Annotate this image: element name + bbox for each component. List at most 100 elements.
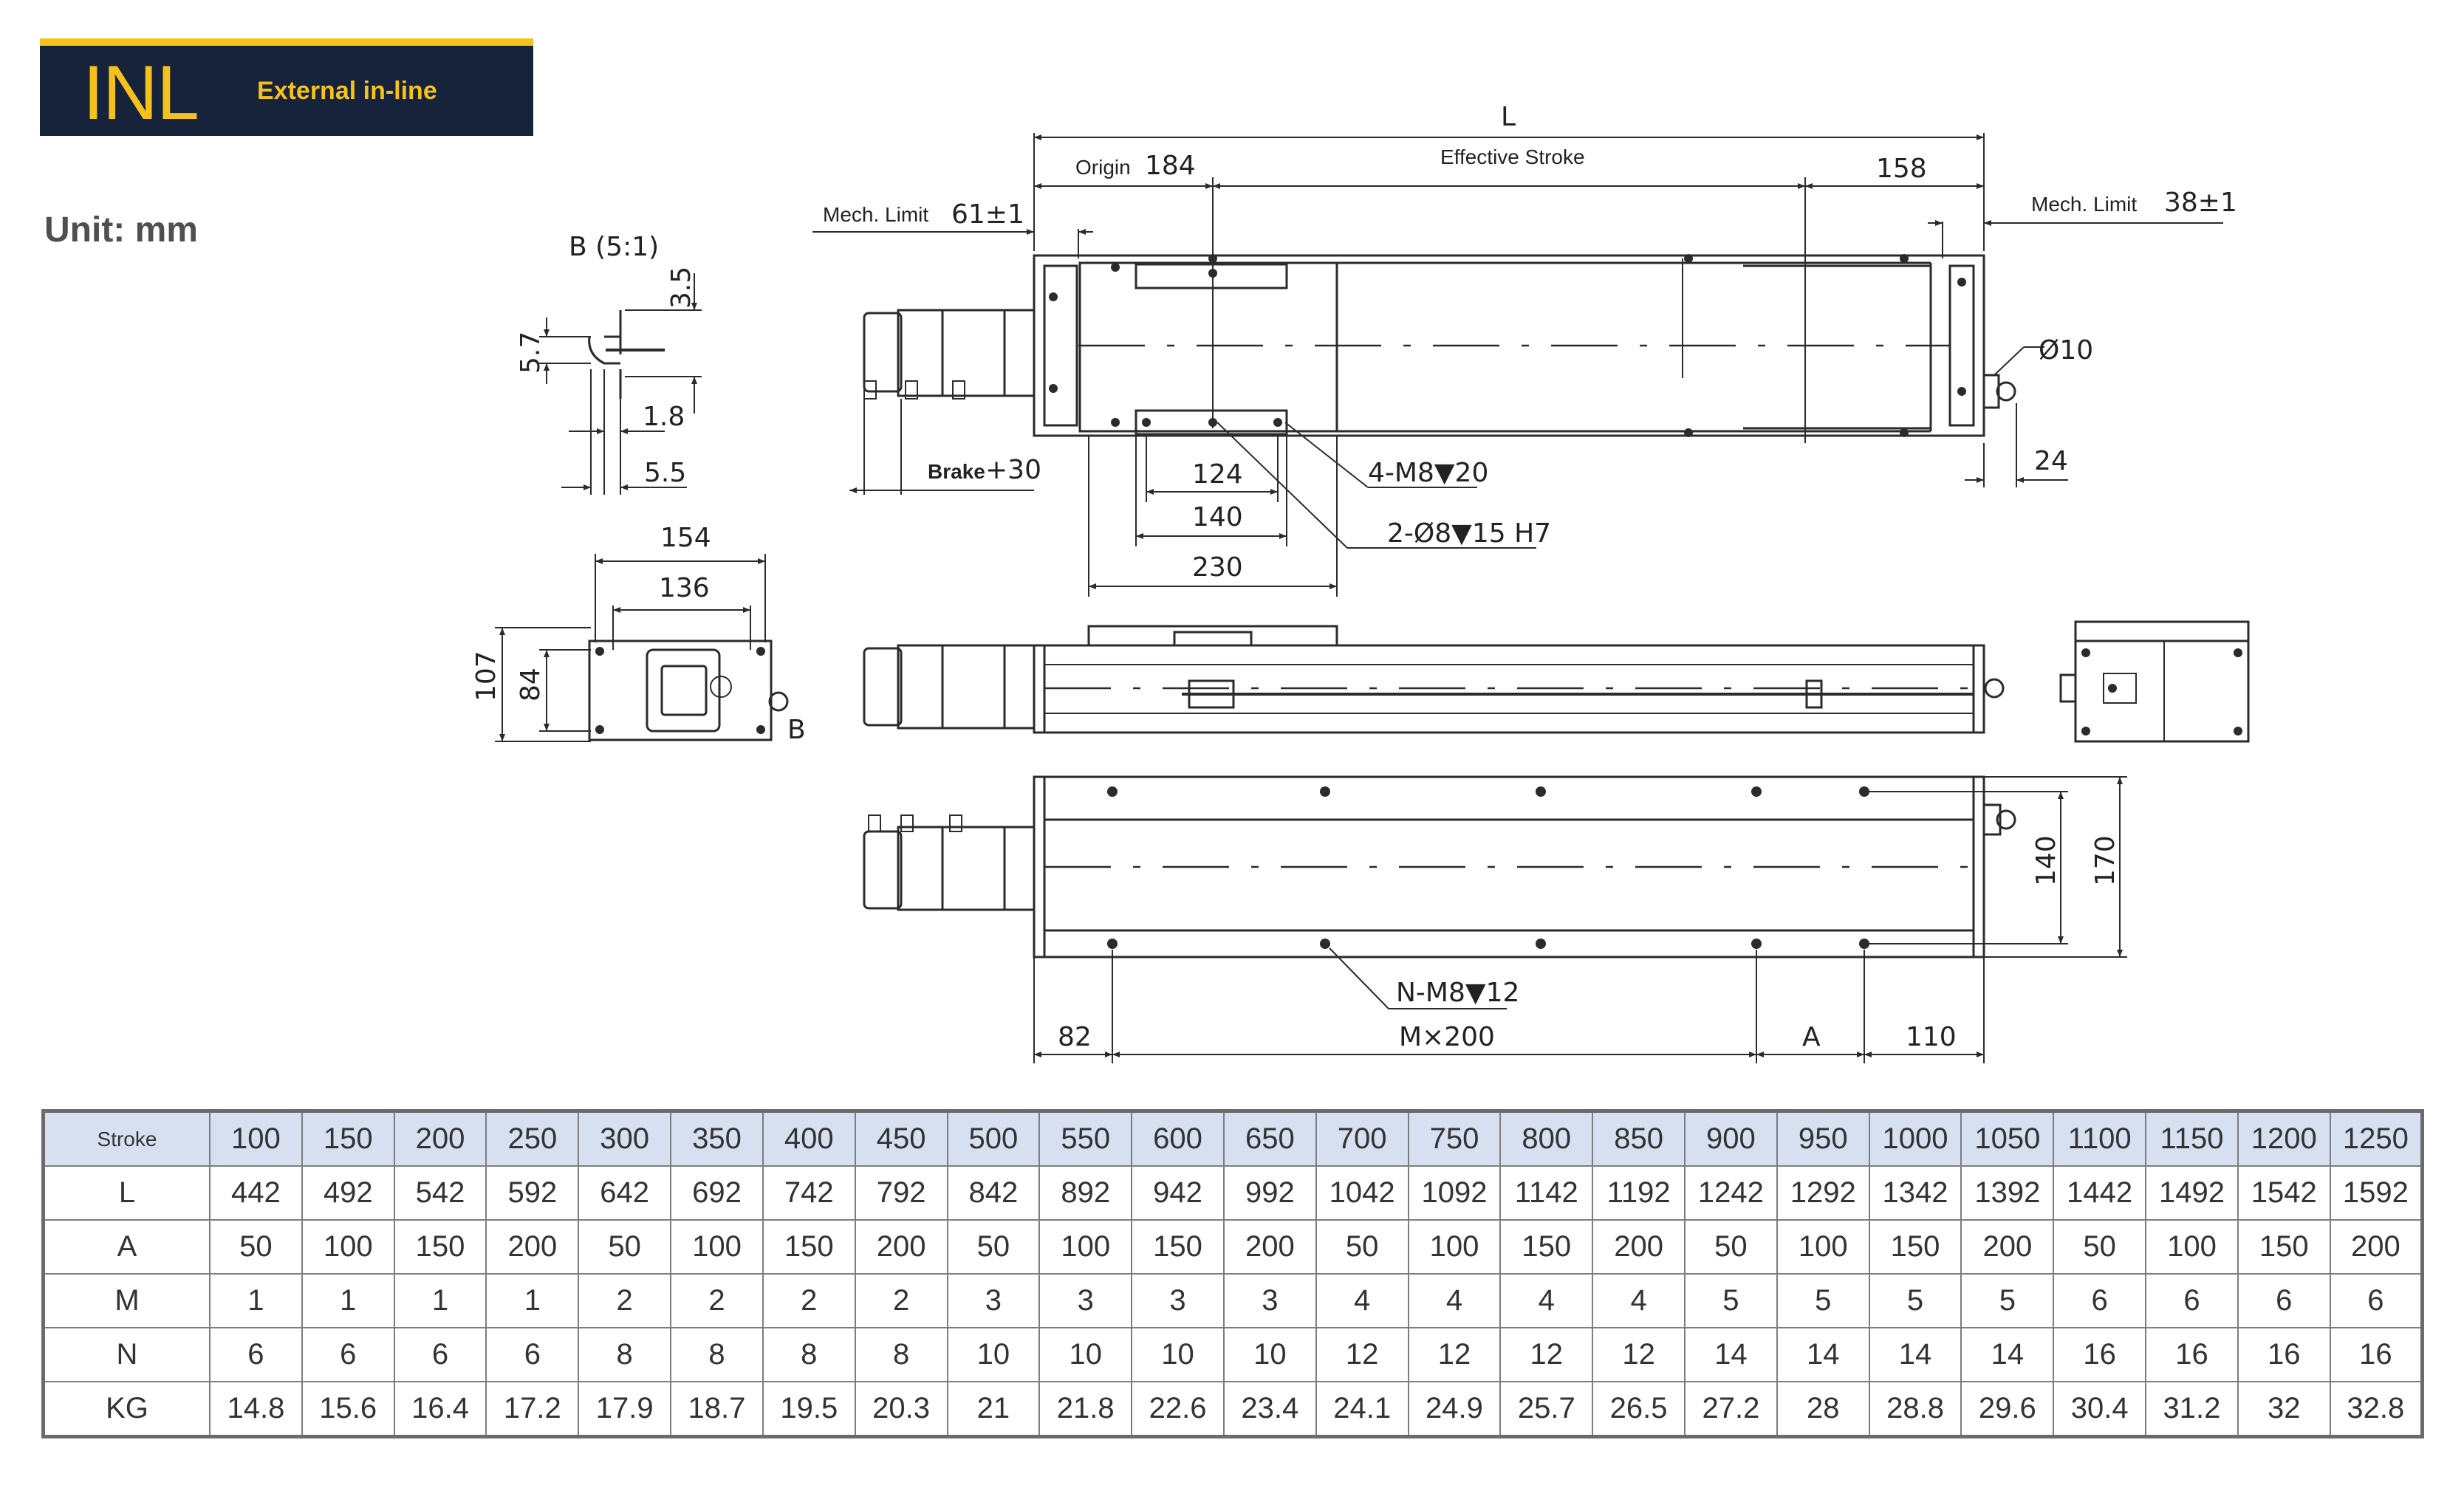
spec-cell: 1200 [2237, 1110, 2331, 1167]
spec-cell: 1292 [1776, 1165, 1870, 1221]
dim-origin-184: 184 [1145, 151, 1196, 181]
spec-cell: 6 [2237, 1273, 2331, 1328]
spec-cell: 492 [301, 1165, 395, 1221]
spec-cell: 50 [578, 1219, 672, 1275]
spec-cell: 50 [2053, 1219, 2147, 1275]
spec-cell: 250 [485, 1110, 580, 1167]
detail-dim-5-5: 5.5 [644, 458, 686, 488]
detail-pin-head [588, 335, 620, 365]
spec-cell: 942 [1131, 1165, 1225, 1221]
spec-cell: 21.8 [1038, 1381, 1133, 1438]
spec-cell: 1242 [1684, 1165, 1778, 1221]
spec-cell: 150 [1499, 1219, 1594, 1275]
end-dim-84: 84 [516, 668, 546, 702]
spec-cell: 20.3 [854, 1381, 948, 1438]
callout-pin-holes: 2-Ø8▼15 H7 [1387, 518, 1551, 549]
mech-limit-left-label: Mech. Limit [823, 203, 928, 226]
origin-label: Origin [1075, 156, 1131, 179]
spec-cell: 10 [946, 1327, 1041, 1382]
spec-cell: 5 [1868, 1273, 1962, 1328]
dim-carriage-140: 140 [1192, 502, 1243, 532]
spec-cell: 14 [1868, 1327, 1962, 1382]
spec-cell: 19.5 [762, 1381, 856, 1438]
spec-cell: 1 [485, 1273, 580, 1328]
spec-cell: 17.2 [485, 1381, 580, 1438]
spec-cell: 100 [301, 1219, 395, 1275]
spec-cell: 892 [1038, 1165, 1133, 1221]
spec-cell: 600 [1131, 1110, 1225, 1167]
spec-cell: 1392 [1960, 1165, 2055, 1221]
spec-cell: 1442 [2053, 1165, 2147, 1221]
spec-cell: 692 [670, 1165, 764, 1221]
spec-cell: 31.2 [2145, 1381, 2239, 1438]
spec-cell: 5 [1684, 1273, 1778, 1328]
spec-cell: 50 [1315, 1219, 1409, 1275]
spec-cell: 200 [1960, 1219, 2055, 1275]
spec-cell: 400 [762, 1110, 856, 1167]
unit-note: Unit: mm [44, 210, 198, 250]
motor-body-side [897, 644, 1036, 730]
dim-110: 110 [1906, 1022, 1957, 1052]
dim-pin-dia: Ø10 [2039, 335, 2093, 366]
spec-cell: 8 [762, 1327, 856, 1382]
spec-cell: 100 [209, 1110, 303, 1167]
spec-cell: 100 [2145, 1219, 2239, 1275]
spec-cell: 8 [578, 1327, 672, 1382]
dim-140-bottom: 140 [2031, 835, 2061, 886]
carriage-top [1078, 261, 1338, 433]
spec-cell: 6 [2329, 1273, 2423, 1328]
motor-body-bottom [897, 826, 1036, 911]
spec-cell: 50 [209, 1219, 303, 1275]
spec-cell: 12 [1407, 1327, 1502, 1382]
detail-label: B (5:1) [569, 232, 659, 262]
spec-cell: 1000 [1868, 1110, 1962, 1167]
spec-cell: 442 [209, 1165, 303, 1221]
spec-cell: 1 [393, 1273, 487, 1328]
spec-cell: 4 [1592, 1273, 1686, 1328]
spec-cell: 17.9 [578, 1381, 672, 1438]
dim-a: A [1802, 1022, 1821, 1052]
spec-cell: 1 [209, 1273, 303, 1328]
right-end-profile [2074, 639, 2250, 743]
spec-cell: 1 [301, 1273, 395, 1328]
spec-cell: 200 [393, 1110, 487, 1167]
spec-cell: 100 [1407, 1219, 1502, 1275]
spec-cell: 12 [1499, 1327, 1594, 1382]
spec-cell: 5 [1960, 1273, 2055, 1328]
spec-cell: 23.4 [1222, 1381, 1317, 1438]
spec-cell: 6 [485, 1327, 580, 1382]
spec-cell: 100 [1038, 1219, 1133, 1275]
spec-cell: 200 [1222, 1219, 1317, 1275]
end-dim-107: 107 [471, 651, 502, 702]
spec-cell: 12 [1315, 1327, 1409, 1382]
spec-cell: 1542 [2237, 1165, 2331, 1221]
dim-carriage-124: 124 [1192, 459, 1243, 490]
spec-cell: 16 [2237, 1327, 2331, 1382]
spec-cell: 1192 [1592, 1165, 1686, 1221]
callout-n-holes: N-M8▼12 [1396, 978, 1519, 1008]
spec-cell: 8 [670, 1327, 764, 1382]
spec-cell: 792 [854, 1165, 948, 1221]
spec-cell: 200 [1592, 1219, 1686, 1275]
spec-cell: 25.7 [1499, 1381, 1594, 1438]
mech-limit-right-label: Mech. Limit [2031, 193, 2137, 216]
detail-dim-1-8: 1.8 [643, 402, 685, 432]
end-detail-ref: B [787, 715, 806, 745]
spec-cell: 150 [1131, 1219, 1225, 1275]
end-view: 154 136 B 107 84 [471, 523, 806, 745]
spec-cell: 1150 [2145, 1110, 2239, 1167]
spec-cell: 1592 [2329, 1165, 2423, 1221]
spec-cell: 16 [2329, 1327, 2423, 1382]
spec-cell: 992 [1222, 1165, 1317, 1221]
spec-row-label: KG [42, 1381, 211, 1438]
dim-mx200: M×200 [1399, 1022, 1495, 1052]
spec-cell: 3 [1038, 1273, 1133, 1328]
spec-cell: 700 [1315, 1110, 1409, 1167]
motor-encoder-side [863, 647, 903, 727]
spec-cell: 1342 [1868, 1165, 1962, 1221]
brake-label: Brake [928, 460, 985, 483]
end-dim-154: 154 [660, 523, 711, 553]
